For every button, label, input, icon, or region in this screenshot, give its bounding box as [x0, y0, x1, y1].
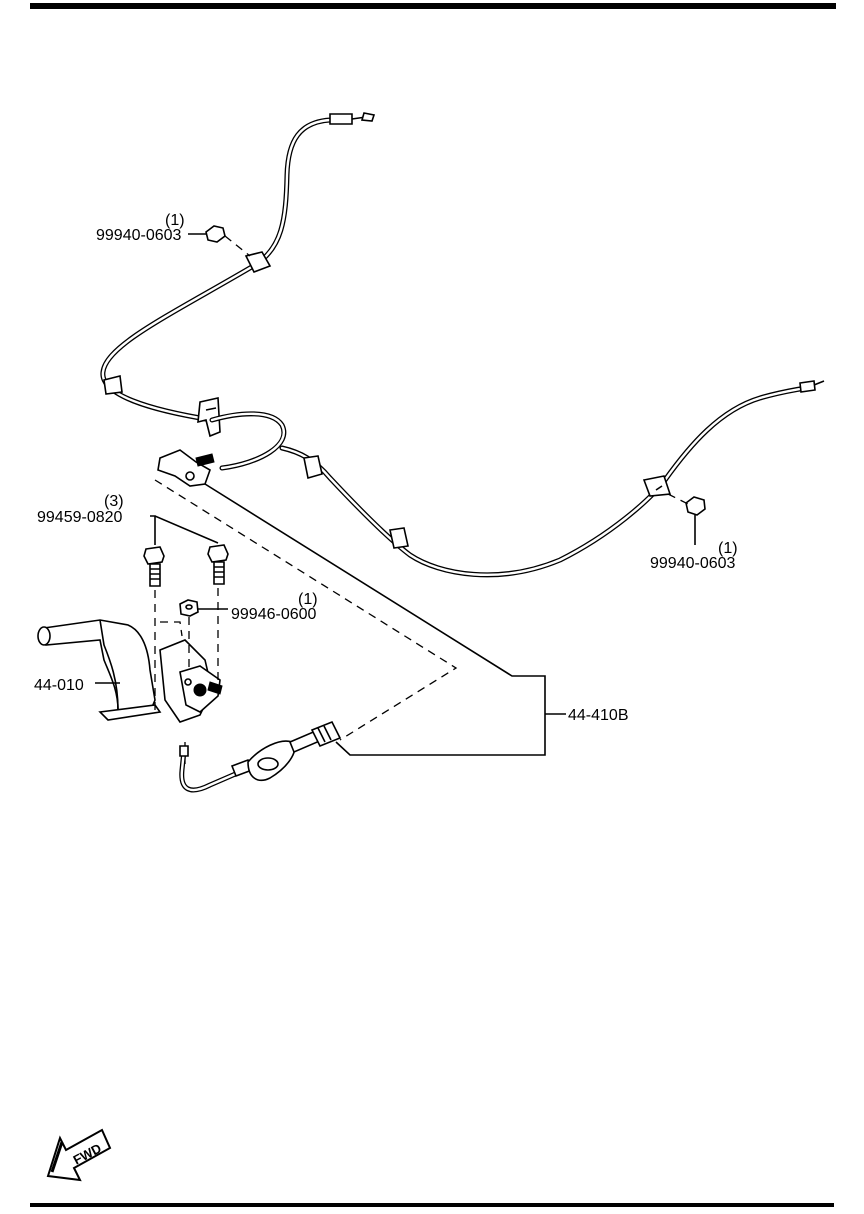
nut-upper-part-label: 99940-0603 — [96, 227, 182, 244]
bolt-part-label: 99459-0820 — [37, 509, 123, 526]
left-rear-cable — [100, 112, 376, 423]
nut-center-part-label: 99946-0600 — [231, 606, 317, 623]
fwd-arrow-icon: FWD — [46, 1128, 112, 1182]
bolt-qty-label: (3) — [104, 493, 124, 510]
nut-center-qty-label: (1) — [298, 591, 318, 608]
bolt-right-icon — [207, 544, 229, 585]
front-cable — [179, 720, 342, 793]
bolt-leader-line — [150, 515, 219, 545]
nut-upper-qty-label: (1) — [165, 212, 185, 229]
top-border-rule — [30, 3, 836, 9]
bottom-border-rule — [30, 1203, 834, 1207]
cable-part-leader — [204, 483, 566, 756]
cable-part-label: 44-410B — [568, 707, 629, 724]
cable-guide-bracket — [197, 397, 221, 438]
right-rear-cable — [209, 380, 825, 578]
nut-right-qty-label: (1) — [718, 540, 738, 557]
nut-right-part-label: 99940-0603 — [650, 555, 736, 572]
equalizer — [157, 449, 215, 487]
parking-brake-lever — [37, 619, 223, 723]
nut-upper-icon — [205, 225, 251, 257]
nut-center-icon — [179, 599, 199, 617]
lever-part-label: 44-010 — [34, 677, 84, 694]
alignment-dashes — [154, 479, 458, 766]
nut-right-icon — [667, 493, 706, 545]
bolt-left-icon — [143, 546, 165, 587]
